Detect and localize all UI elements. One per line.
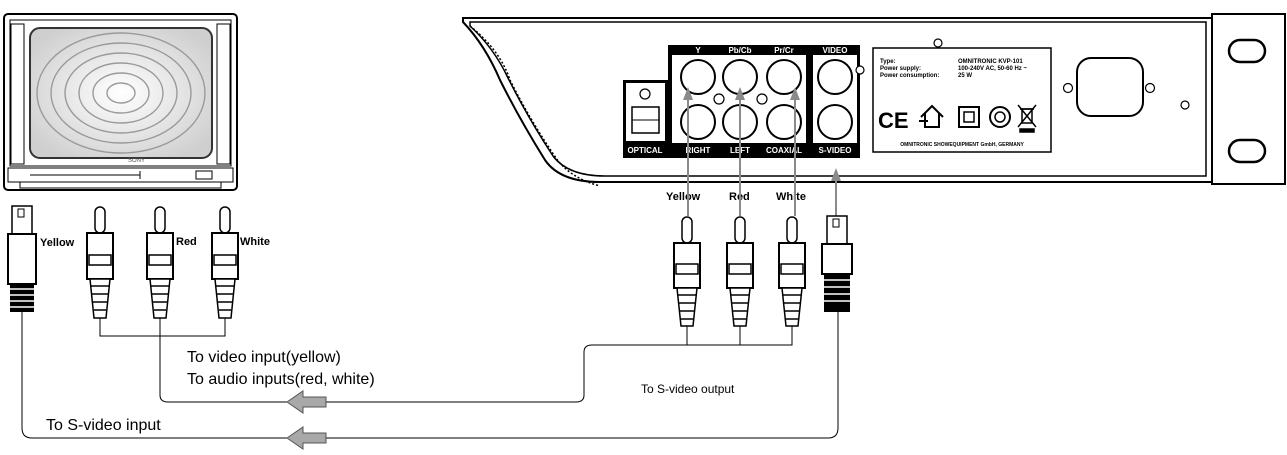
jack-right [680, 104, 716, 140]
cables [21, 312, 839, 439]
spec-supply-val: 100-240V AC, 50-60 Hz ~ [958, 66, 1027, 72]
rack-slot-top [1227, 38, 1267, 64]
jack-coaxial [766, 104, 802, 140]
tv-label-white: White [240, 236, 270, 248]
caption-to-svideo-output: To S-video output [641, 382, 735, 396]
caption-to-video-input: To video input(yellow) [187, 349, 341, 366]
tv-brand: SONY [128, 158, 145, 164]
player-svideo-plug [821, 215, 853, 312]
spec-type-val: OMNITRONIC KVP-101 [958, 59, 1023, 65]
television: SONY [3, 13, 238, 191]
spec-type-key: Type: [880, 59, 896, 65]
player-label-yellow: Yellow [666, 191, 701, 203]
spec-plate [872, 47, 1052, 153]
port-video: VIDEO [823, 46, 848, 55]
arrow-audio-video-icon [286, 390, 327, 414]
jack-svideo [817, 104, 853, 140]
tv-rca-plug-red [146, 206, 174, 319]
tv-side-connectors: Yellow Re [7, 205, 270, 319]
player-rca-plug-white [778, 216, 806, 327]
spec-consumption-val: 25 W [958, 73, 972, 79]
player-label-white: White [776, 191, 806, 203]
label-optical: OPTICAL [627, 146, 662, 155]
port-y: Y [695, 46, 701, 55]
player-rear-panel: OPTICAL Y Pb/Cb Pr/Cr RIGHT LEFT COAXIAL… [462, 13, 1286, 187]
caption-to-svideo-input: To S-video input [46, 417, 161, 434]
rack-slot-bottom [1227, 138, 1267, 164]
label-right: RIGHT [686, 146, 711, 155]
port-pb: Pb/Cb [728, 46, 751, 55]
power-inlet [1076, 57, 1144, 117]
port-pr: Pr/Cr [774, 46, 794, 55]
approval-mark-icon [989, 106, 1011, 128]
spec-manufacturer: OMNITRONIC SHOWEQUIPMENT GmbH, GERMANY [900, 142, 1024, 148]
jack-y [680, 59, 716, 95]
tv-rca-plug-yellow [86, 206, 114, 319]
tv-label-yellow: Yellow [40, 237, 75, 249]
label-coaxial: COAXIAL [766, 146, 802, 155]
weee-bin-icon [1017, 104, 1037, 133]
label-svideo: S-VIDEO [819, 146, 852, 155]
tv-rca-plug-white [211, 206, 239, 319]
player-rca-plug-yellow [673, 216, 701, 327]
caption-to-audio-inputs: To audio inputs(red, white) [187, 371, 375, 388]
tv-power-button [195, 170, 213, 180]
player-side-connectors: Yellow Red White [666, 87, 853, 327]
jack-pr [766, 59, 802, 95]
ce-mark: CE [878, 108, 909, 133]
player-rca-plug-red [726, 216, 754, 327]
spec-consumption-key: Power consumption: [880, 73, 939, 79]
tv-label-red: Red [176, 236, 197, 248]
spec-supply-key: Power supply: [880, 66, 921, 72]
arrow-svideo-icon [286, 426, 327, 450]
jack-video [817, 59, 853, 95]
tv-screen [29, 27, 213, 159]
tv-svideo-plug [7, 205, 37, 312]
